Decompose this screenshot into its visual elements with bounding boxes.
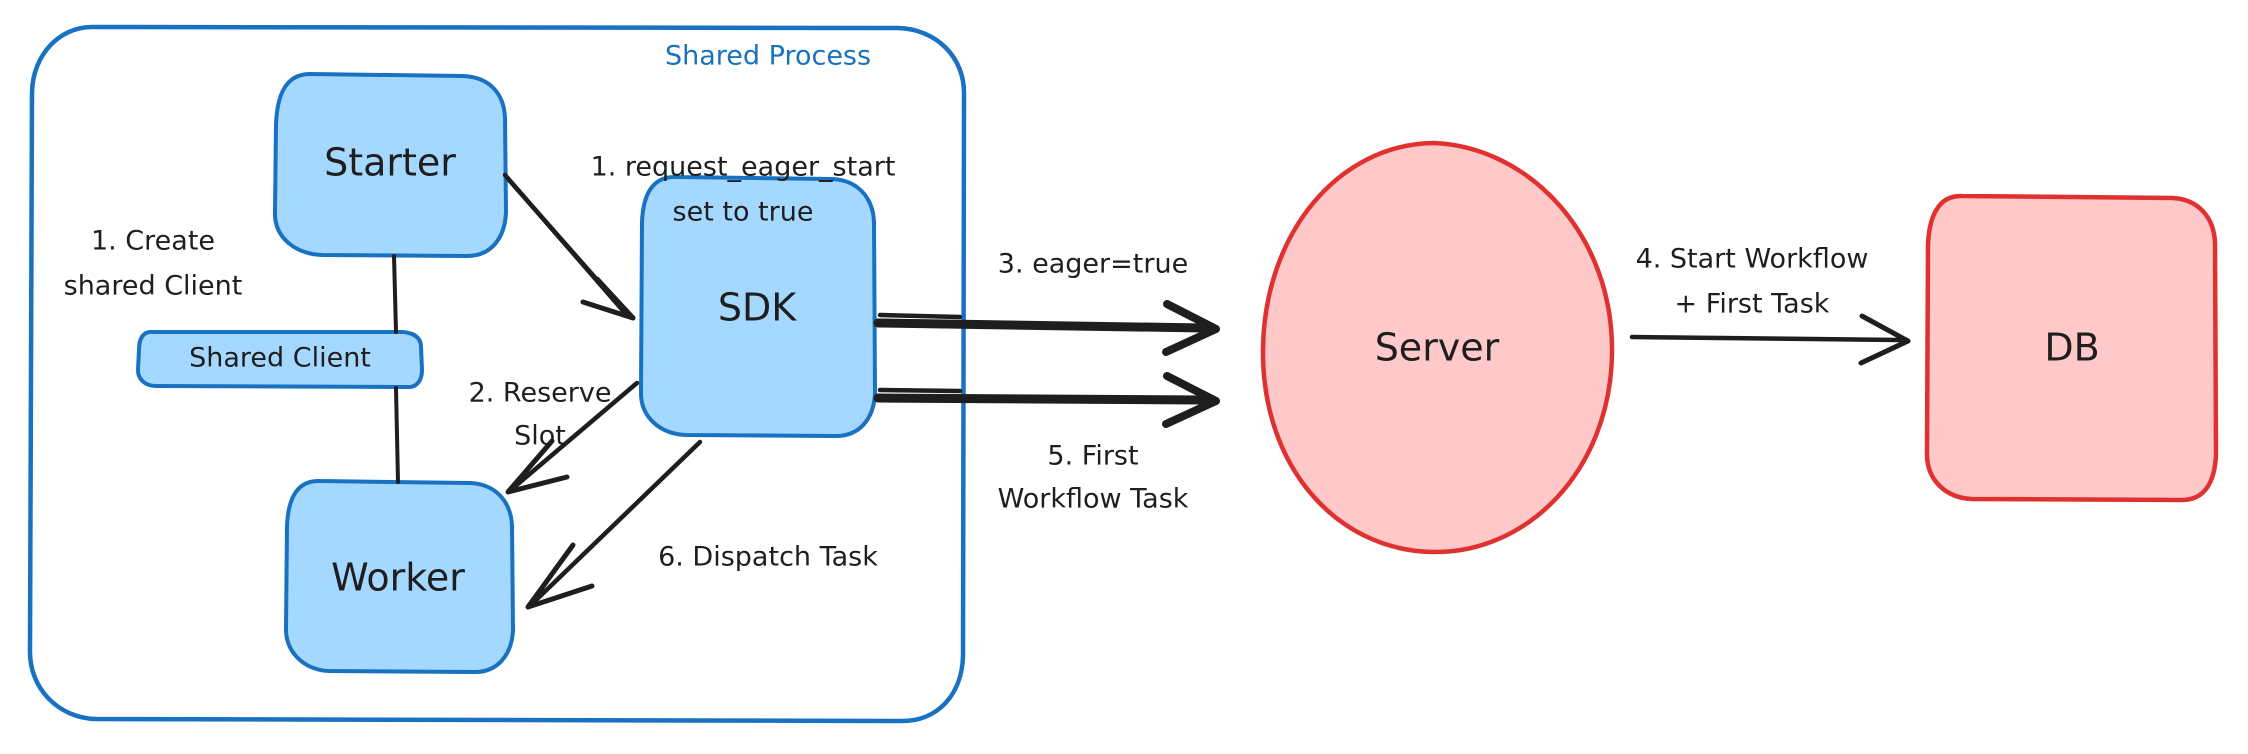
arrow5-shaft [873,393,1210,405]
arrow6-head [525,542,595,610]
request-eager-start-line2: set to true [673,197,814,228]
edge-sdk-to-worker-dispatch: 6. Dispatch Task [525,439,878,610]
arrow6-shaft [530,439,703,606]
edge-sdk-to-server-eager: 3. eager=true [873,249,1220,356]
arrow2-shaft [509,380,640,492]
arrow2-head [505,438,570,495]
edge-starter-to-sdk: 1. request_eager_start set to true [502,152,896,321]
node-server[interactable]: Server [1260,140,1615,555]
arrow4-head [1858,313,1911,366]
node-shared-client[interactable]: Shared Client [136,329,424,390]
reserve-slot-line1: 2. Reserve [469,378,612,409]
db-label: DB [2044,326,2099,370]
worker-label: Worker [331,556,465,600]
edge-starter-sharedclient-worker [392,254,400,484]
start-workflow-line2: + First Task [1675,289,1830,320]
arrow3-head [1162,300,1220,356]
create-shared-client-line1: 1. Create [91,226,215,257]
edge-server-to-sdk-firsttask: 5. First Workflow Task [873,372,1220,515]
node-starter[interactable]: Starter [272,72,508,259]
server-label: Server [1375,326,1500,370]
first-workflow-task-line1: 5. First [1047,441,1138,472]
first-workflow-task-line2: Workflow Task [998,484,1189,515]
edge-server-to-db: 4. Start Workflow + First Task [1629,244,1911,366]
worker-shape [283,478,515,675]
edge-sdk-to-worker-reserve: 2. Reserve Slot [469,378,640,495]
shared-client-shape [136,329,424,390]
node-db[interactable]: DB [1924,193,2219,503]
arrow4-shaft [1629,334,1903,343]
arrow1-head [580,276,636,321]
node-sdk[interactable]: SDK [638,174,877,439]
server-shape [1260,140,1615,555]
shared-process-label: Shared Process [665,41,871,72]
sdk-shape [638,174,877,439]
shared-client-label: Shared Client [189,343,371,374]
dispatch-task-line1: 6. Dispatch Task [658,542,878,573]
edge-label-create-shared-client: 1. Create shared Client [64,226,243,302]
starter-label: Starter [324,141,456,185]
request-eager-start-line1: 1. request_eager_start [591,152,896,183]
start-workflow-line1: 4. Start Workflow [1636,244,1869,275]
arrow5-tail-tick [877,387,963,394]
eager-true-label: 3. eager=true [998,249,1188,280]
arrow3-tail-tick [877,312,963,320]
db-shape [1924,193,2219,503]
create-shared-client-line2: shared Client [64,271,243,302]
arrow3-shaft [873,318,1210,333]
reserve-slot-line2: Slot [514,421,566,452]
line-client-to-worker [394,386,400,484]
line-starter-to-client [392,254,398,334]
starter-shape [272,72,508,259]
node-worker[interactable]: Worker [283,478,515,675]
sdk-label: SDK [718,286,797,330]
arrow5-head [1162,372,1220,428]
